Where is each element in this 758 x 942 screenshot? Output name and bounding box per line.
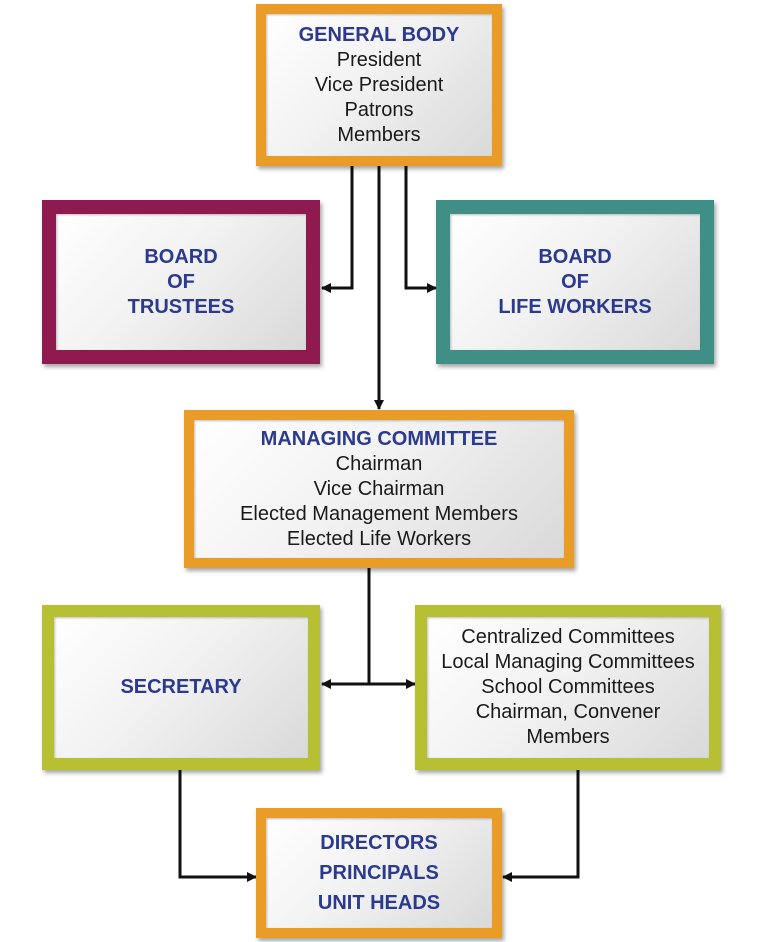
secretary-title: SECRETARY bbox=[120, 676, 242, 698]
directors-box: DIRECTORS PRINCIPALS UNIT HEADS bbox=[256, 808, 502, 938]
connector-general-body-to-trustees bbox=[321, 166, 354, 293]
general-body-member-line: Patrons bbox=[344, 98, 414, 121]
board-of-trustees-title-line: BOARD bbox=[144, 245, 218, 268]
committees-line: Centralized Committees bbox=[461, 626, 675, 648]
committees-line: Local Managing Committees bbox=[441, 651, 695, 673]
board-of-life-workers-title-line: LIFE WORKERS bbox=[498, 295, 652, 318]
committees-line: Chairman, Convener bbox=[475, 701, 661, 723]
secretary-box: SECRETARY bbox=[42, 605, 320, 770]
managing-committee-member-line: Elected Management Members bbox=[240, 502, 518, 525]
general-body-title: GENERAL BODY bbox=[298, 23, 460, 46]
connector-general-body-to-life-workers bbox=[404, 166, 437, 293]
connector-secretary-to-directors bbox=[178, 770, 257, 882]
connector-committees-to-directors bbox=[502, 770, 580, 882]
directors-title-line: UNIT HEADS bbox=[317, 892, 441, 914]
managing-committee-member-line: Vice Chairman bbox=[313, 477, 445, 500]
committees-box: Centralized Committees Local Managing Co… bbox=[415, 605, 721, 770]
managing-committee-box: MANAGING COMMITTEE Chairman Vice Chairma… bbox=[184, 410, 574, 568]
board-of-life-workers-title-line: OF bbox=[561, 270, 589, 293]
directors-title-line: PRINCIPALS bbox=[319, 862, 439, 884]
board-of-trustees-title-line: OF bbox=[167, 270, 195, 293]
general-body-member-line: Vice President bbox=[314, 73, 444, 96]
managing-committee-member-line: Chairman bbox=[335, 452, 423, 475]
committees-line: Members bbox=[526, 726, 610, 748]
committees-line: School Committees bbox=[481, 676, 655, 698]
general-body-member-line: Members bbox=[337, 123, 421, 146]
managing-committee-title: MANAGING COMMITTEE bbox=[260, 427, 498, 450]
general-body-member-line: President bbox=[336, 48, 422, 71]
board-of-life-workers-box: BOARD OF LIFE WORKERS bbox=[436, 200, 714, 364]
directors-title-line: DIRECTORS bbox=[320, 832, 438, 854]
general-body-box: GENERAL BODY President Vice President Pa… bbox=[256, 4, 502, 166]
managing-committee-member-line: Elected Life Workers bbox=[286, 527, 472, 550]
board-of-trustees-title-line: TRUSTEES bbox=[127, 295, 235, 318]
board-of-trustees-box: BOARD OF TRUSTEES bbox=[42, 200, 320, 364]
board-of-life-workers-title-line: BOARD bbox=[538, 245, 612, 268]
